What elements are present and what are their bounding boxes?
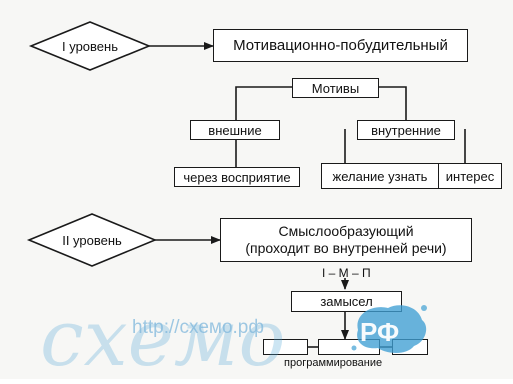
watermark-url: http://схемо.рф bbox=[132, 317, 264, 338]
via-perception-box: через восприятие bbox=[174, 167, 300, 187]
formula-label: I – М – П bbox=[322, 266, 371, 280]
level1-title-box: Мотивационно-побудительный bbox=[213, 29, 468, 62]
programming-left-box bbox=[263, 339, 308, 355]
programming-label: программирование bbox=[284, 357, 383, 369]
interest-box: интерес bbox=[438, 163, 502, 189]
wish-to-know-box: желание узнать bbox=[321, 163, 439, 189]
intent-box: замысел bbox=[291, 291, 402, 312]
level2-label: II уровень bbox=[62, 232, 122, 248]
motives-box: Мотивы bbox=[292, 78, 379, 98]
level2-title-box: Смыслообразующий (проходит во внутренней… bbox=[220, 218, 472, 262]
internal-box: внутренние bbox=[357, 120, 455, 140]
motives-tree-lines bbox=[235, 86, 466, 167]
external-box: внешние bbox=[190, 120, 280, 140]
level2-title-line2: (проходит во внутренней речи) bbox=[245, 240, 447, 256]
level1-label: I уровень bbox=[62, 38, 118, 54]
watermark-logo: схемо bbox=[40, 294, 286, 384]
level2-title-line1: Смыслообразующий bbox=[278, 223, 414, 239]
watermark-badge: РФ bbox=[360, 317, 400, 347]
watermark-splash-icon bbox=[351, 305, 427, 353]
